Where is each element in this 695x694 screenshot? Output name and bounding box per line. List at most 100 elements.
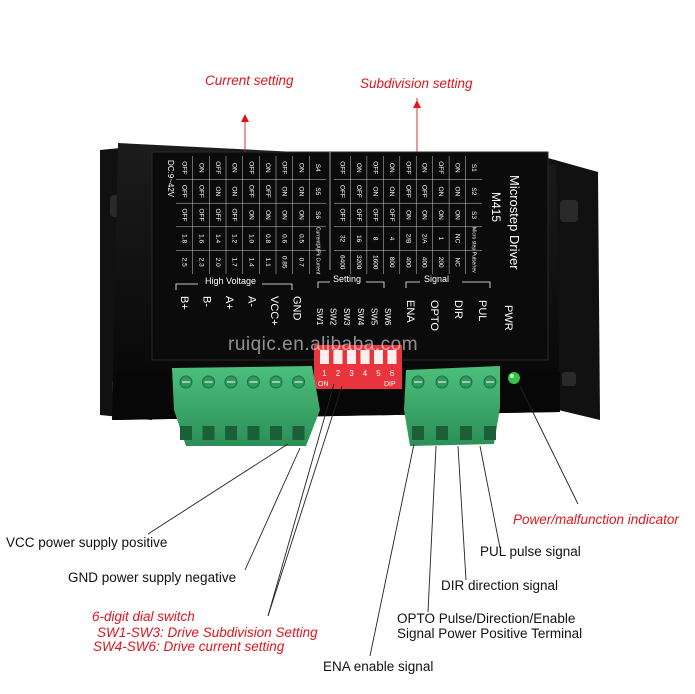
subdivision-table-cell: 800 <box>388 257 395 268</box>
current-table-cell: OFF <box>264 185 271 198</box>
current-table-cell: 1.8 <box>181 234 188 243</box>
callout-current-setting: Current setting <box>205 73 294 88</box>
signal-terminal-wire-entry[interactable] <box>460 426 472 440</box>
signal-terminal-label: DIR <box>452 300 464 319</box>
current-table-cell: OFF <box>181 185 188 198</box>
current-table-cell: 0.85 <box>281 256 288 269</box>
current-table-header-cell: S5 <box>314 187 321 195</box>
subdivision-table-header-cell: Pulse/rev <box>470 252 476 273</box>
current-table-cell: OFF <box>247 185 254 198</box>
callout-pul: PUL pulse signal <box>480 544 581 559</box>
current-table-cell: 0.5 <box>297 234 304 243</box>
current-table-cell: 1.2 <box>231 234 238 243</box>
switch-label: SW6 <box>383 308 392 326</box>
subdivision-table-cell: OFF <box>355 209 362 222</box>
current-table-cell: ON <box>297 210 304 220</box>
current-table-cell: 1.4 <box>214 234 221 243</box>
current-table-cell: 0.6 <box>281 234 288 243</box>
watermark: ruiqic.en.alibaba.com <box>228 334 419 355</box>
signal-terminal-wire-entry[interactable] <box>484 426 496 440</box>
subdivision-table-cell: NC <box>454 258 461 268</box>
subdivision-table-cell: OFF <box>437 161 444 174</box>
current-table-cell: ON <box>231 163 238 173</box>
power-terminal-block[interactable] <box>172 366 320 446</box>
current-table-cell: 2.5 <box>181 258 188 267</box>
current-table-cell: ON <box>247 210 254 220</box>
power-terminal-wire-entry[interactable] <box>292 426 305 440</box>
leader-lines <box>147 98 579 657</box>
current-table-header-cell: Current(A) <box>314 227 320 251</box>
switch-label: SW5 <box>369 308 378 326</box>
current-table-cell: OFF <box>181 161 188 174</box>
subdivision-table-cell: 8 <box>371 237 378 241</box>
power-indicator-led <box>508 372 520 384</box>
current-table-cell: ON <box>264 163 271 173</box>
callout-power-indicator: Power/malfunction indicator <box>513 512 679 527</box>
power-terminal-wire-entry[interactable] <box>247 426 260 440</box>
subdivision-table-cell: OFF <box>339 209 346 222</box>
dip-key[interactable] <box>374 350 383 364</box>
current-table-cell: 1.7 <box>231 258 238 267</box>
current-table-cell: ON <box>214 187 221 197</box>
power-terminal-label: GND <box>291 296 303 321</box>
dip-label: DIP <box>384 381 396 388</box>
switch-label: SW4 <box>356 308 365 326</box>
pwr-label: PWR <box>502 305 514 331</box>
callout-subdivision-setting: Subdivision setting <box>360 76 473 91</box>
dip-key[interactable] <box>320 350 329 364</box>
dip-key[interactable] <box>360 350 370 364</box>
power-terminal-labels: B+B-A+A-VCC+GND <box>178 296 303 326</box>
subdivision-table-header-cell: S2 <box>470 187 477 195</box>
dip-number: 6 <box>390 369 395 378</box>
subdivision-table-cell: ON <box>404 210 411 220</box>
signal-terminal-label: PUL <box>476 300 488 321</box>
current-table-cell: OFF <box>197 185 204 198</box>
dip-number: 5 <box>376 369 381 378</box>
subdivision-table-cell: 1600 <box>371 255 378 270</box>
signal-terminal-wire-entry[interactable] <box>436 426 448 440</box>
callout-dial-switch-title: 6-digit dial switch <box>92 609 195 624</box>
subdivision-table-cell: OFF <box>339 161 346 174</box>
subdivision-table-cell: OFF <box>355 185 362 198</box>
subdivision-table-cell: ON <box>454 163 461 173</box>
signal-terminal-wire-entry[interactable] <box>412 426 424 440</box>
current-table-cell: OFF <box>214 161 221 174</box>
signal-terminal-label: ENA <box>404 300 416 323</box>
current-table-cell: ON <box>197 163 204 173</box>
high-voltage-label: High Voltage <box>205 276 256 286</box>
subdivision-table-cell: 400 <box>421 257 428 268</box>
subdivision-table-cell: 4 <box>388 237 395 241</box>
signal-label: Signal <box>424 274 449 284</box>
current-table-cell: ON <box>297 163 304 173</box>
current-table-cell: 1.0 <box>247 234 254 243</box>
power-terminal-wire-entry[interactable] <box>225 426 237 440</box>
power-terminal-wire-entry[interactable] <box>180 426 192 440</box>
subdivision-table-cell: ON <box>454 187 461 197</box>
subdivision-table-cell: ON <box>421 163 428 173</box>
device-model: M415 <box>489 192 503 222</box>
power-terminal-wire-entry[interactable] <box>202 426 215 440</box>
dip-key[interactable] <box>347 350 356 364</box>
dip-key[interactable] <box>387 350 397 364</box>
subdivision-table-cell: 16 <box>355 235 362 243</box>
current-table-cell: ON <box>281 210 288 220</box>
power-terminal-wire-entry[interactable] <box>270 426 282 440</box>
power-terminal-label: A- <box>246 296 258 307</box>
subdivision-table-cell: OFF <box>404 161 411 174</box>
current-table-cell: ON <box>264 210 271 220</box>
current-table-cell: ON <box>297 187 304 197</box>
subdivision-table-cell: ON <box>355 163 362 173</box>
signal-terminal-block[interactable] <box>404 366 500 446</box>
subdivision-table-cell: ON <box>371 187 378 197</box>
switch-label: SW2 <box>329 308 338 326</box>
voltage-label: DC:9~42V <box>166 160 175 198</box>
dip-key[interactable] <box>333 350 343 364</box>
callout-gnd: GND power supply negative <box>68 570 237 585</box>
setting-label: Setting <box>333 274 361 284</box>
current-table-cell: OFF <box>197 209 204 222</box>
subdivision-table-cell: OFF <box>404 185 411 198</box>
subdivision-table-cell: NC <box>454 234 461 244</box>
callout-dial-switch-sw1-3: SW1-SW3: Drive Subdivision Setting <box>97 625 318 640</box>
